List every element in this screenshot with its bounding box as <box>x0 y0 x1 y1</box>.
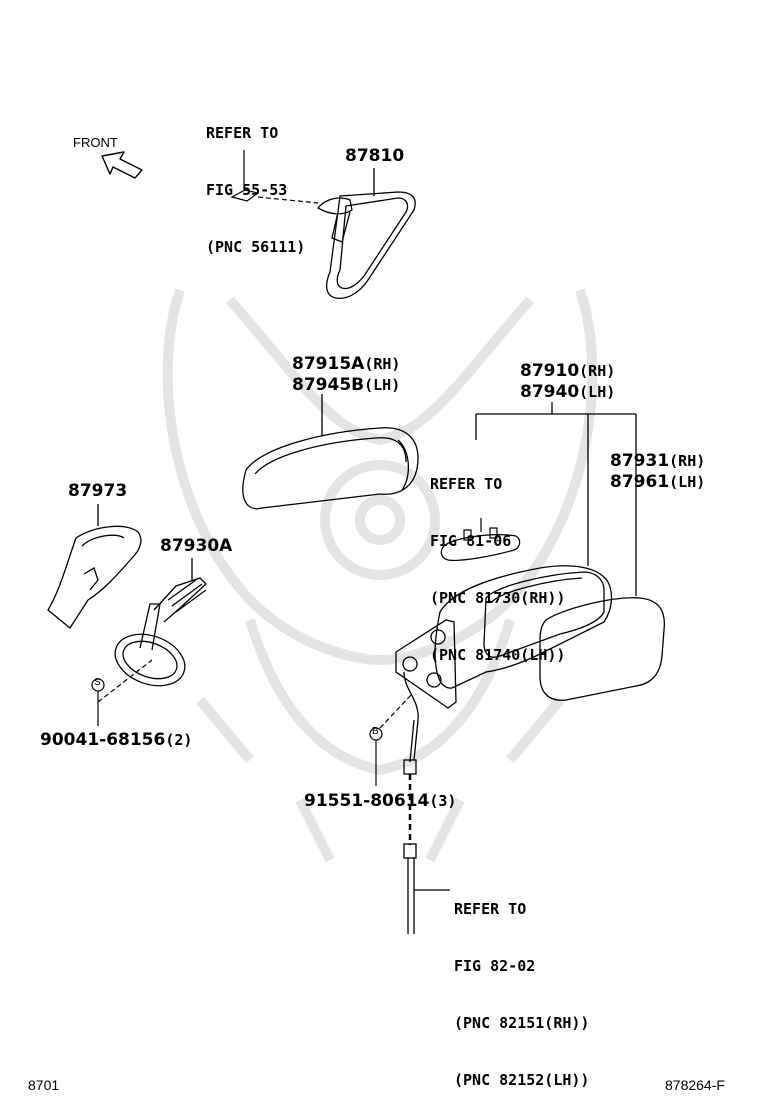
watermark-emblem <box>162 288 598 863</box>
screw-part-base: 90041-68156 <box>40 730 166 750</box>
mirror-cover-part <box>242 394 419 510</box>
outer-assy-b: 87940 <box>520 382 580 402</box>
refer-inner-line3: (PNC 56111) <box>206 238 306 256</box>
refer-inner-line2: FIG 55-53 <box>206 181 288 199</box>
bracket-part <box>114 558 207 687</box>
inner-mirror-part <box>317 168 416 299</box>
refer-lamp-line2: FIG 81-06 <box>430 532 512 550</box>
refer-wire-line1: REFER TO <box>454 900 527 918</box>
mirror-base-part <box>395 619 457 761</box>
part-number-cover[interactable]: 87915A(RH) 87945B(LH) <box>292 354 400 396</box>
refer-wire-line2: FIG 82-02 <box>454 957 536 975</box>
footer-figure-code: 8701 <box>28 1077 60 1093</box>
outer-assy-leader <box>475 402 637 596</box>
refer-lamp-line4: (PNC 81740(LH)) <box>430 646 566 664</box>
cover-part-a: 87915A <box>292 354 365 374</box>
refer-wire-line4: (PNC 82152(LH)) <box>454 1071 590 1089</box>
part-number-inner-mirror[interactable]: 87810 <box>345 146 405 166</box>
glass-part-a-side: (RH) <box>669 452 706 470</box>
refer-wire-line3: (PNC 82151(RH)) <box>454 1014 590 1032</box>
mirror-housing-part <box>434 565 613 689</box>
wire-harness-part <box>403 719 450 934</box>
bolt-part-base: 91551-80614 <box>304 791 430 811</box>
side-lamp-part <box>440 518 521 561</box>
screw-mark-label: S <box>94 677 101 688</box>
bolt-part-qty: (3) <box>429 792 457 810</box>
cover-cap-part <box>47 504 142 629</box>
refer-lamp-line1: REFER TO <box>430 475 503 493</box>
outer-assy-a-side: (RH) <box>579 362 616 380</box>
outer-assy-a: 87910 <box>520 361 580 381</box>
glass-part-b-side: (LH) <box>669 473 706 491</box>
mirror-clip-part <box>230 150 260 202</box>
footer-drawing-code: 878264-F <box>665 1077 725 1093</box>
refer-lamp-line3: (PNC 81730(RH)) <box>430 589 566 607</box>
bolt-mark-label: B <box>372 726 379 737</box>
part-number-outer-assy[interactable]: 87910(RH) 87940(LH) <box>520 361 615 403</box>
part-number-screw[interactable]: 90041-68156(2) <box>40 730 192 751</box>
screw-leader <box>91 659 153 726</box>
cover-part-b: 87945B <box>292 375 365 395</box>
leader-clip-to-mirror <box>257 196 319 204</box>
front-arrow-icon <box>101 151 143 179</box>
cover-part-a-side: (RH) <box>364 355 401 373</box>
part-number-bracket[interactable]: 87930A <box>160 536 233 556</box>
outer-assy-b-side: (LH) <box>579 383 616 401</box>
refer-wire-note: REFER TO FIG 82-02 (PNC 82151(RH)) (PNC … <box>454 862 589 1109</box>
part-number-mirror-glass[interactable]: 87931(RH) 87961(LH) <box>610 451 705 493</box>
glass-part-a: 87931 <box>610 451 670 471</box>
refer-inner-line1: REFER TO <box>206 124 279 142</box>
bolt-leader <box>369 693 413 786</box>
mirror-glass-part <box>539 597 666 701</box>
screw-part-qty: (2) <box>165 731 193 749</box>
refer-lamp-note: REFER TO FIG 81-06 (PNC 81730(RH)) (PNC … <box>430 437 565 684</box>
glass-part-b: 87961 <box>610 472 670 492</box>
part-number-bolt[interactable]: 91551-80614(3) <box>304 791 456 812</box>
cover-part-b-side: (LH) <box>364 376 401 394</box>
refer-inner-mirror-note: REFER TO FIG 55-53 (PNC 56111) <box>206 86 305 276</box>
part-number-cover-cap[interactable]: 87973 <box>68 481 128 501</box>
front-label: FRONT <box>73 135 118 150</box>
